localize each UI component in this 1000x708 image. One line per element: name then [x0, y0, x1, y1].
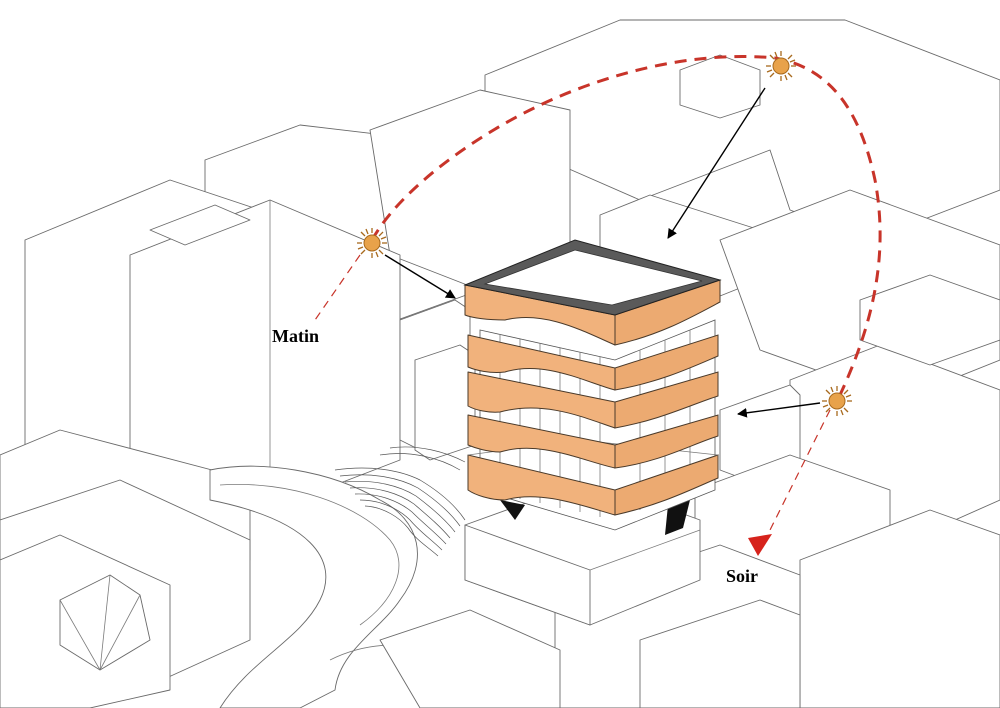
morning-label: Matin [272, 326, 319, 346]
sun-trajectory [370, 55, 882, 396]
tower [463, 239, 722, 535]
sun-icon [357, 228, 387, 258]
evening-ray-arrow [737, 402, 821, 418]
path-end-arrowhead [748, 534, 772, 556]
evening-sun-drop [764, 409, 831, 541]
topographic-contours [334, 446, 466, 557]
tower-base-shadow [500, 500, 525, 520]
sun-path [314, 55, 882, 556]
morning-ray-arrow [384, 254, 456, 299]
noon-ray-arrow [667, 87, 766, 239]
evening-label: Soir [726, 566, 758, 586]
sun-rays [384, 87, 821, 418]
sun-icon [766, 51, 796, 81]
facade-band-2 [467, 371, 719, 429]
facade-band-1 [467, 334, 719, 391]
facade-band-3 [467, 414, 719, 469]
roof-crown [463, 239, 722, 346]
context-buildings [0, 19, 1000, 708]
tower-pilotis [665, 500, 690, 535]
sun-icon [822, 386, 852, 416]
